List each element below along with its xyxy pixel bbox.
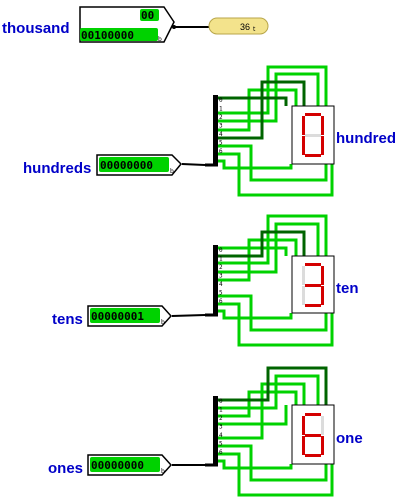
- segment-a: [305, 263, 321, 266]
- hundred-splitter: [213, 95, 218, 165]
- splitter-pin-label: 3: [219, 424, 223, 431]
- hundred-section: 00000000 b hundreds hundred: [23, 65, 396, 197]
- segment-f: [302, 266, 305, 285]
- splitter-pin-label: 6: [219, 148, 223, 155]
- hundreds-bits-bg: [99, 157, 169, 172]
- ten-label: ten: [336, 280, 359, 297]
- splitter-pin-label: 2: [219, 264, 223, 271]
- segment-b: [321, 116, 324, 135]
- segment-c: [321, 136, 324, 155]
- hundreds-label: hundreds: [23, 160, 91, 177]
- segment-e: [302, 286, 305, 305]
- splitter-pin-label: 6: [219, 449, 223, 456]
- ten-splitter: [213, 245, 218, 315]
- segment-b: [321, 416, 324, 435]
- one-section: 00000000 b ones one: [48, 366, 363, 497]
- hundred-wire-g: [216, 80, 306, 140]
- segment-a: [305, 113, 321, 116]
- segment-g: [305, 284, 321, 287]
- ten-section: 00000001 b tens ten: [52, 214, 359, 347]
- one-splitter: [213, 396, 218, 466]
- segment-e: [302, 136, 305, 155]
- tens-bits: 00000001: [91, 310, 144, 323]
- thousand-label: thousand: [2, 20, 70, 37]
- ten-input-wire: [171, 314, 206, 317]
- one-label: one: [336, 430, 363, 447]
- segment-e: [302, 436, 305, 455]
- hundred-display-segments: [302, 113, 324, 157]
- splitter-pin-label: 3: [219, 123, 223, 130]
- ones-bits: 00000000: [91, 459, 144, 472]
- thousand-top-bits-text: 00: [141, 9, 154, 22]
- thousand-bottom-bits[interactable]: 00100000: [80, 28, 158, 42]
- ten-wire-off: [216, 230, 306, 258]
- ones-label: ones: [48, 460, 83, 477]
- splitter-pin-label: 5: [219, 441, 223, 448]
- thousand-bottom-bits-text: 00100000: [81, 29, 134, 42]
- splitter-pin-label: 4: [219, 131, 223, 138]
- splitter-pin-label: 5: [219, 140, 223, 147]
- splitter-pin-label: 4: [219, 281, 223, 288]
- segment-c: [321, 286, 324, 305]
- one-wire-off: [216, 366, 328, 405]
- one-display-segments: [302, 413, 324, 457]
- segment-g: [305, 434, 321, 437]
- segment-f: [302, 416, 305, 435]
- thousand-top-bits[interactable]: 00: [140, 9, 159, 22]
- hundred-wire-off: [216, 96, 288, 106]
- ten-display-segments: [302, 263, 324, 307]
- splitter-pin-label: 0: [219, 398, 223, 405]
- segment-g: [305, 134, 321, 137]
- splitter-pin-label: 2: [219, 114, 223, 121]
- splitter-pin-label: 0: [219, 97, 223, 104]
- splitter-pin-label: 4: [219, 432, 223, 439]
- output-probe: [208, 17, 269, 35]
- segment-d: [305, 154, 321, 157]
- ten-wires: [216, 214, 334, 347]
- ones-bits-bg: [90, 457, 160, 472]
- segment-d: [305, 454, 321, 457]
- splitter-pin-label: 5: [219, 290, 223, 297]
- segment-c: [321, 436, 324, 455]
- tens-label: tens: [52, 311, 83, 328]
- splitter-pin-label: 1: [219, 407, 223, 414]
- hundreds-radix-suffix: b: [170, 168, 174, 175]
- splitter-pin-label: 1: [219, 256, 223, 263]
- thousand-section: thousand 00 00100000 b 36 t: [2, 6, 269, 43]
- hundred-label: hundred: [336, 130, 396, 147]
- splitter-pin-label: 0: [219, 247, 223, 254]
- splitter-pin-label: 3: [219, 273, 223, 280]
- splitter-pin-label: 2: [219, 415, 223, 422]
- hundred-input-wire: [181, 163, 206, 166]
- output-probe-suffix: t: [253, 26, 256, 33]
- segment-a: [305, 413, 321, 416]
- tens-radix-suffix: b: [161, 319, 165, 326]
- segment-b: [321, 266, 324, 285]
- splitter-pin-label: 6: [219, 298, 223, 305]
- tens-bits-bg: [90, 308, 160, 323]
- segment-d: [305, 304, 321, 307]
- ones-radix-suffix: b: [161, 468, 165, 475]
- thousand-output-node: [172, 25, 176, 29]
- thousand-radix-suffix: b: [158, 36, 162, 43]
- segment-f: [302, 116, 305, 135]
- output-probe-value: 36: [240, 22, 250, 32]
- splitter-pin-label: 1: [219, 106, 223, 113]
- hundred-wires: [216, 65, 334, 197]
- hundreds-bits: 00000000: [100, 159, 153, 172]
- one-wires: [216, 374, 334, 497]
